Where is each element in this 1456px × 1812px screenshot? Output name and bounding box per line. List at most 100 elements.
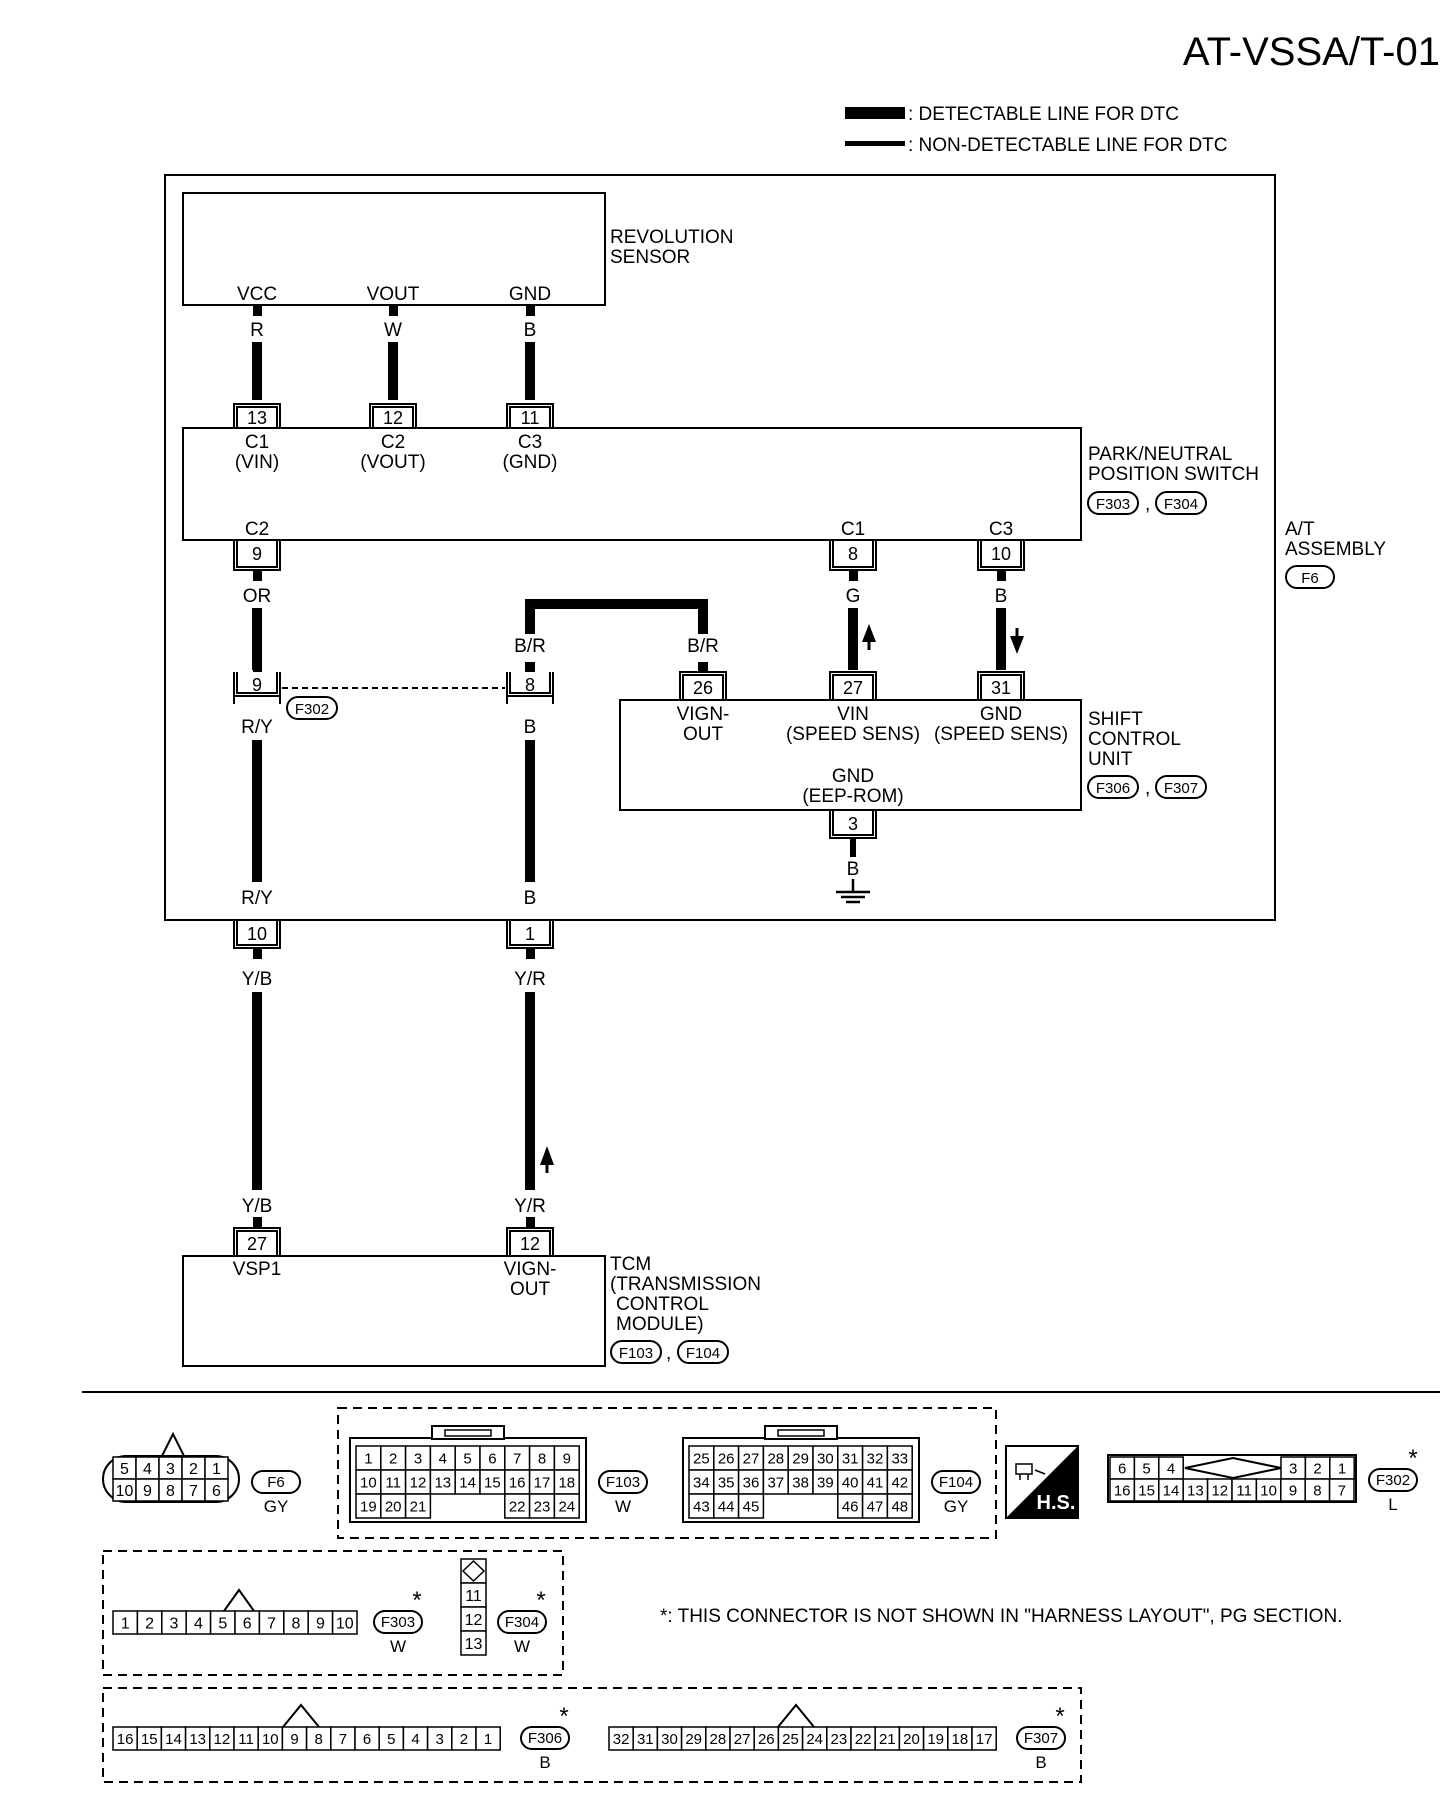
connector-pin-number: 7	[1338, 1482, 1346, 1499]
connector-pin-cell	[380, 1493, 407, 1519]
wire-or	[252, 608, 262, 670]
at-assembly-connector-label: F6	[1301, 570, 1319, 587]
asterisk-mark: *	[536, 1587, 545, 1614]
connector-pin-number: 48	[891, 1498, 908, 1515]
connector-pin-number: 9	[252, 675, 262, 695]
connector-pin-number: 8	[525, 675, 535, 695]
connector-pin-cell	[688, 1493, 715, 1519]
connector-pin-number: 12	[465, 1612, 483, 1629]
connector-pin-number: 23	[534, 1498, 551, 1515]
scu-connector: 31	[977, 671, 1025, 700]
connector-pin-number: 7	[513, 1450, 521, 1467]
connector-pin-number: 14	[165, 1731, 182, 1748]
wire-stub	[849, 571, 858, 581]
pnp-switch-label-2: POSITION SWITCH	[1088, 464, 1259, 485]
connector-pin-number: 6	[1118, 1460, 1126, 1477]
connector-pin-number: 4	[194, 1615, 203, 1632]
connector-pin-number: 7	[189, 1483, 198, 1500]
connector-color: W	[514, 1637, 530, 1656]
f6-connector: 10	[233, 920, 281, 949]
wire-stub	[253, 660, 262, 672]
tcm-box	[182, 1255, 606, 1367]
connector-pin-cell	[380, 1445, 407, 1471]
scu-connector-badge	[1087, 775, 1139, 799]
connector-color: W	[615, 1497, 631, 1516]
pnp-pin-name: C1	[245, 432, 269, 453]
connector-pin-number: 24	[806, 1731, 823, 1748]
connector-pin-number: 1	[484, 1731, 492, 1748]
scu-connector-label: F306	[1096, 780, 1130, 797]
connector-pin-number: 11	[521, 408, 540, 428]
page-title: AT-VSSA/T-01	[1183, 30, 1440, 74]
shift-control-unit-label-2: CONTROL	[1088, 729, 1181, 750]
asterisk-mark: *	[412, 1587, 421, 1614]
connector-label: F104	[939, 1474, 973, 1491]
connector-pin-cell	[812, 1469, 839, 1495]
connector-pin-number: 19	[927, 1731, 944, 1748]
legend: : DETECTABLE LINE FOR DTC : NON-DETECTAB…	[845, 104, 1228, 156]
connector-pin-number: 13	[189, 1731, 206, 1748]
connector-pin-cell	[971, 1726, 997, 1751]
connector-pin-number: 2	[389, 1450, 397, 1467]
connector-key	[1184, 1456, 1282, 1480]
connector-pin-number: 3	[1289, 1460, 1297, 1477]
connector-latch	[764, 1425, 838, 1440]
tcm-label-2: (TRANSMISSION	[610, 1274, 761, 1295]
f302-connector-label: F302	[295, 701, 329, 718]
connector-pin-number: 9	[316, 1615, 325, 1632]
wire-stub	[253, 1217, 262, 1227]
connector-pin-number: 27	[743, 1450, 760, 1467]
connector-pin-number: 31	[991, 678, 1011, 698]
connector-latch-slot	[444, 1429, 492, 1437]
connector-pin-number: 26	[718, 1450, 735, 1467]
connector-pin-number: 35	[718, 1474, 735, 1491]
pnp-connector-label: F304	[1164, 496, 1198, 513]
connector-pin-number: 9	[1289, 1482, 1297, 1499]
connector-pin-number: 30	[661, 1731, 678, 1748]
connector-pin-cell	[1328, 1478, 1355, 1502]
pnp-connector-label: F303	[1096, 496, 1130, 513]
at-assembly-box	[164, 174, 1276, 921]
wire-yb	[252, 992, 262, 1190]
pnp-top-connector: 12	[369, 403, 417, 428]
connector-badge	[1016, 1726, 1066, 1750]
connector-pin-number: 1	[364, 1450, 372, 1467]
connector-pin-number: 11	[1236, 1482, 1252, 1499]
hs-symbol-label: H.S.	[1037, 1492, 1076, 1514]
hs-symbol-fill	[1006, 1446, 1078, 1518]
wire-color-b: B	[847, 859, 860, 880]
connector-pin-cell	[204, 1478, 229, 1502]
connector-pin-cell	[553, 1493, 580, 1519]
connector-pin-number: 3	[436, 1731, 444, 1748]
connector-color: GY	[264, 1497, 289, 1516]
connector-pin-number: 1	[525, 924, 535, 944]
shift-control-unit-label-3: UNIT	[1088, 749, 1133, 770]
tcm-pin-name: VIGN-	[504, 1259, 557, 1280]
connector-badge	[931, 1470, 981, 1494]
revolution-sensor-pin-vout: VOUT	[367, 284, 420, 305]
pnp-bottom-pin-name: C3	[989, 519, 1013, 540]
wire-stub	[253, 949, 262, 959]
pnp-bottom-connector: 9	[233, 540, 281, 571]
connector-pin-number: 5	[218, 1615, 227, 1632]
wire-color-b: B	[524, 320, 537, 341]
connector-pin-number: 5	[387, 1731, 395, 1748]
connector-pin-number: 10	[991, 544, 1011, 564]
connector-pin-cell	[460, 1582, 487, 1608]
connector-pin-cell	[479, 1469, 506, 1495]
connector-pin-number: 14	[459, 1474, 476, 1491]
connector-pin-number: 5	[463, 1450, 471, 1467]
connector-pin-number: 4	[1167, 1460, 1175, 1477]
connector-pin-cell	[762, 1469, 789, 1495]
connector-pin-number: 33	[891, 1450, 908, 1467]
connector-pin-cell	[331, 1610, 358, 1635]
wire-b	[525, 740, 535, 882]
connector-latch	[431, 1425, 505, 1440]
connector-pin-number: 13	[465, 1636, 483, 1653]
connector-pin-number: 26	[758, 1731, 775, 1748]
tcm-connector-label: F104	[686, 1345, 720, 1362]
pnp-switch-box	[182, 427, 1082, 541]
tcm-connector: 27	[233, 1227, 281, 1256]
connector-pin-number: 19	[360, 1498, 377, 1515]
connector-pin-number: 34	[693, 1474, 710, 1491]
